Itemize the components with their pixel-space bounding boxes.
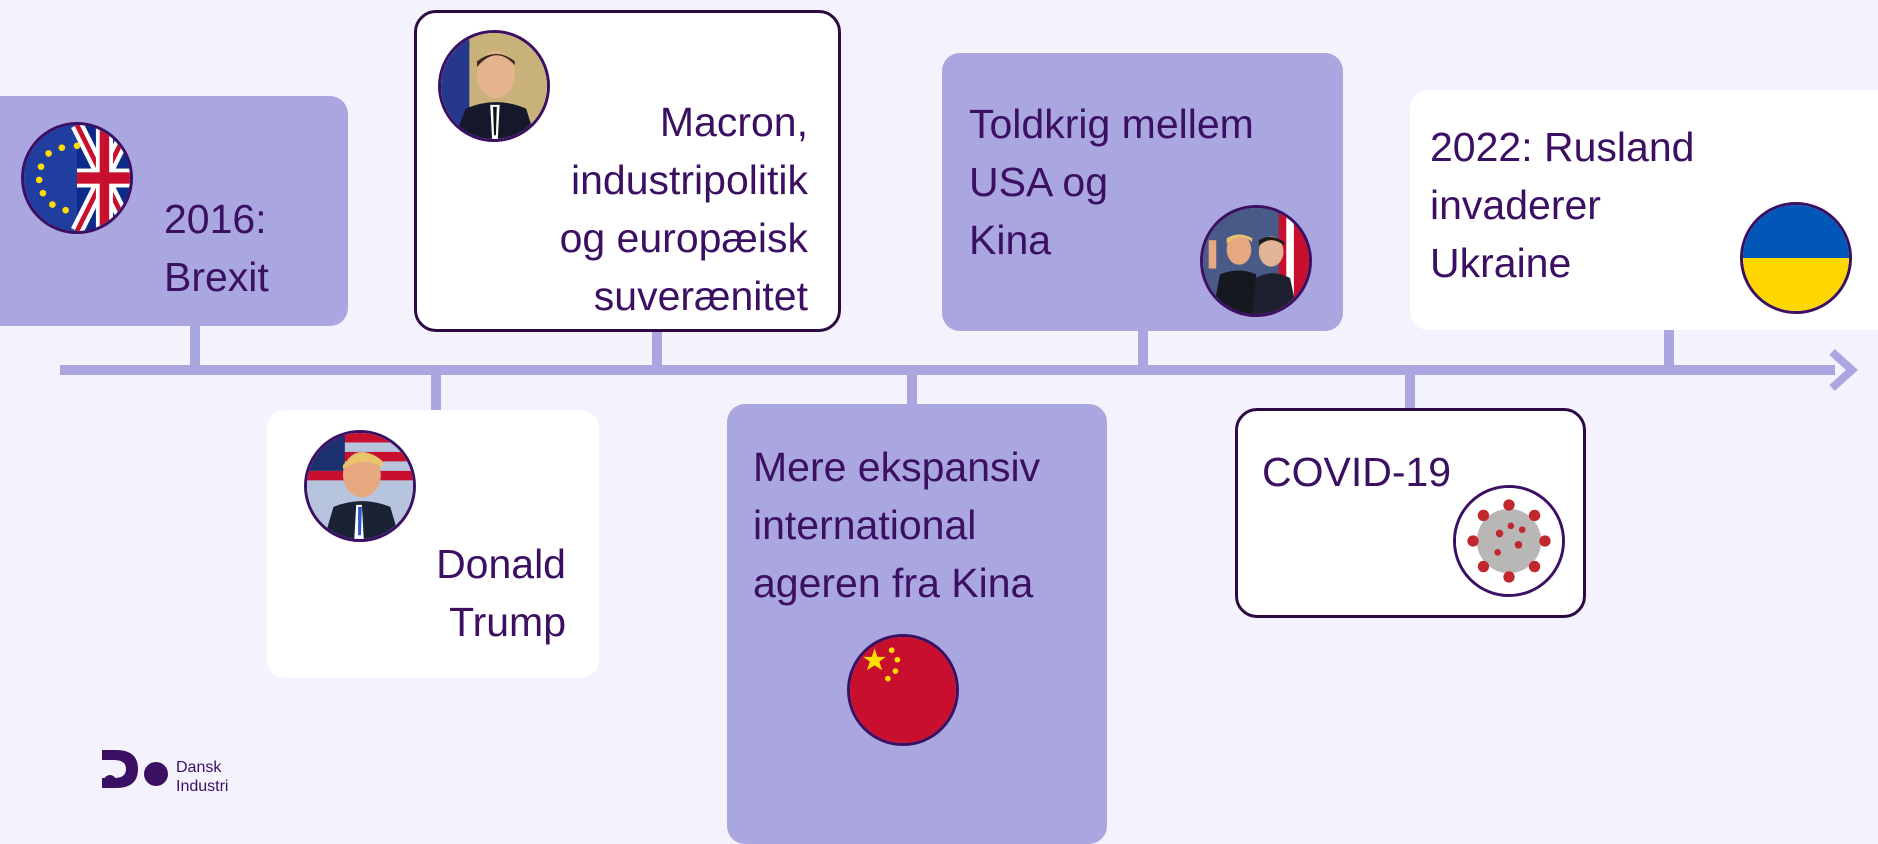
event-label-brexit: 2016: Brexit — [164, 196, 269, 300]
event-card-trump: Donald Trump — [267, 410, 599, 678]
event-card-covid: COVID-19 — [1235, 408, 1586, 618]
connector-tradewar — [1138, 330, 1148, 367]
china-flag-icon — [847, 634, 959, 746]
logo-text: Dansk Industri — [176, 759, 229, 795]
trump-portrait — [304, 430, 416, 542]
connector-trump — [431, 372, 441, 410]
event-card-macron: Macron, industripolitik og europæisk suv… — [414, 10, 841, 332]
event-label-macron: Macron, industripolitik og europæisk suv… — [559, 99, 808, 319]
connector-brexit — [190, 325, 200, 367]
event-label-china: Mere ekspansiv international ageren fra … — [753, 444, 1041, 606]
ukraine-flag-icon — [1740, 202, 1852, 314]
event-card-ukraine: 2022: Rusland invaderer Ukraine — [1410, 90, 1878, 330]
event-card-brexit: 2016: Brexit — [0, 96, 348, 326]
event-label-covid: COVID-19 — [1262, 449, 1452, 495]
timeline-arrowhead-icon — [1829, 349, 1858, 391]
connector-covid — [1405, 372, 1415, 410]
trump-xi-photo — [1200, 205, 1312, 317]
connector-china — [907, 372, 917, 404]
event-card-china: Mere ekspansiv international ageren fra … — [727, 404, 1107, 844]
timeline-axis — [60, 365, 1835, 375]
event-card-tradewar: Toldkrig mellem USA og Kina — [942, 53, 1343, 331]
event-label-tradewar: Toldkrig mellem USA og Kina — [969, 101, 1254, 263]
connector-ukraine — [1664, 330, 1674, 367]
event-label-trump: Donald Trump — [436, 541, 566, 645]
eu-uk-flag-icon — [21, 122, 133, 234]
dansk-industri-logo — [102, 750, 168, 788]
connector-macron — [652, 330, 662, 367]
event-label-ukraine: 2022: Rusland invaderer Ukraine — [1430, 124, 1695, 286]
macron-portrait — [438, 30, 550, 142]
coronavirus-icon — [1453, 485, 1565, 597]
